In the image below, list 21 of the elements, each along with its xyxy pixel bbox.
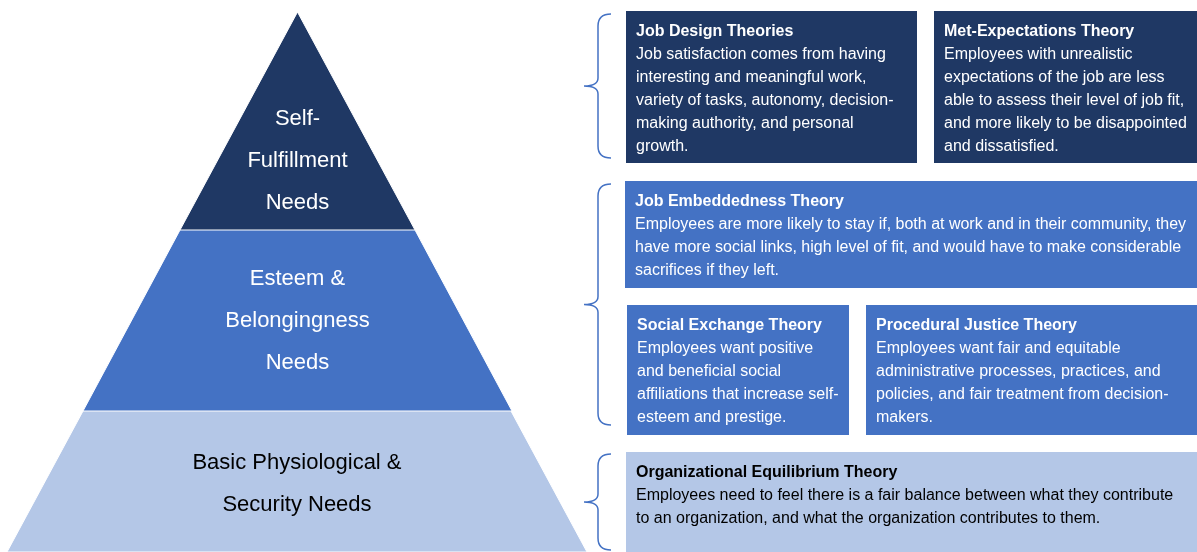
theory-card bbox=[627, 305, 849, 435]
card-text: Employees are more likely to stay if, both at work and in their community, they have more social links, high level of fit, and would have to make considerable sacrifices if they left. bbox=[635, 214, 1187, 280]
card-heading: Job Embeddedness Theory bbox=[635, 191, 845, 211]
tier-label: Basic Physiological & Security Needs bbox=[191, 448, 403, 518]
tier-label: Self-Fulfillment Needs bbox=[246, 104, 349, 216]
card-heading: Procedural Justice Theory bbox=[876, 315, 1078, 335]
card-heading: Job Design Theories bbox=[636, 21, 795, 41]
card-text: Job satisfaction comes from having interesting and meaningful work, variety of tasks, autonomy, decision-making authority, and personal growth. bbox=[636, 44, 895, 156]
card-text: Employees want positive and beneficial social affiliations that increase self-esteem and prestige. bbox=[637, 338, 839, 427]
theory-card bbox=[934, 11, 1197, 163]
card-heading: Organizational Equilibrium Theory bbox=[636, 462, 899, 482]
theory-card bbox=[626, 452, 1197, 552]
card-heading: Met-Expectations Theory bbox=[944, 21, 1136, 41]
card-text: Employees with unrealistic expectations of the job are less able to assess their level of job fit, and more likely to be disappointed and dissatisfied. bbox=[944, 44, 1187, 156]
card-text: Employees want fair and equitable administrative processes, practices, and policies, and fair treatment from decision-makers. bbox=[876, 338, 1170, 427]
tier-label: Esteem & Belongingness Needs bbox=[224, 264, 371, 376]
card-heading: Social Exchange Theory bbox=[637, 315, 823, 335]
theory-card bbox=[625, 181, 1197, 288]
card-text: Employees need to feel there is a fair balance between what they contribute to an organization, and what the organization contributes to them. bbox=[636, 485, 1175, 528]
theory-card bbox=[626, 11, 917, 163]
theory-card bbox=[866, 305, 1197, 435]
